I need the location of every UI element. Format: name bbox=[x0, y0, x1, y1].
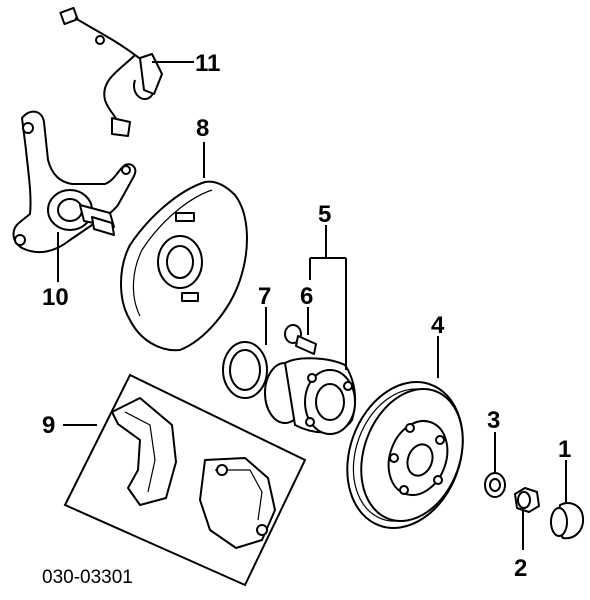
steering-knuckle bbox=[12, 110, 137, 254]
callout-9: 9 bbox=[42, 412, 55, 439]
callout-1: 1 bbox=[558, 436, 571, 463]
callout-8: 8 bbox=[196, 115, 209, 142]
caliper-kit-frame bbox=[63, 373, 307, 587]
caliper-kit bbox=[63, 373, 307, 587]
brake-rotor bbox=[346, 381, 464, 529]
callout-11: 11 bbox=[195, 50, 220, 77]
snap-ring bbox=[222, 341, 268, 399]
callout-6: 6 bbox=[300, 283, 313, 310]
callout-10: 10 bbox=[42, 284, 69, 311]
washer bbox=[484, 472, 506, 498]
callout-5: 5 bbox=[318, 201, 331, 228]
callout-7: 7 bbox=[258, 283, 271, 310]
callout-2: 2 bbox=[514, 555, 527, 582]
callout-4: 4 bbox=[431, 312, 445, 339]
grease-cap bbox=[550, 502, 585, 540]
hub-assembly bbox=[264, 357, 357, 435]
callout-3: 3 bbox=[487, 407, 500, 434]
leader-lines bbox=[57, 61, 567, 550]
hub-bolt bbox=[284, 324, 317, 355]
dust-shield bbox=[120, 180, 248, 352]
lock-nut bbox=[514, 487, 540, 513]
abs-sensor-wire bbox=[59, 6, 163, 137]
diagram-code: 030-03301 bbox=[42, 567, 133, 588]
